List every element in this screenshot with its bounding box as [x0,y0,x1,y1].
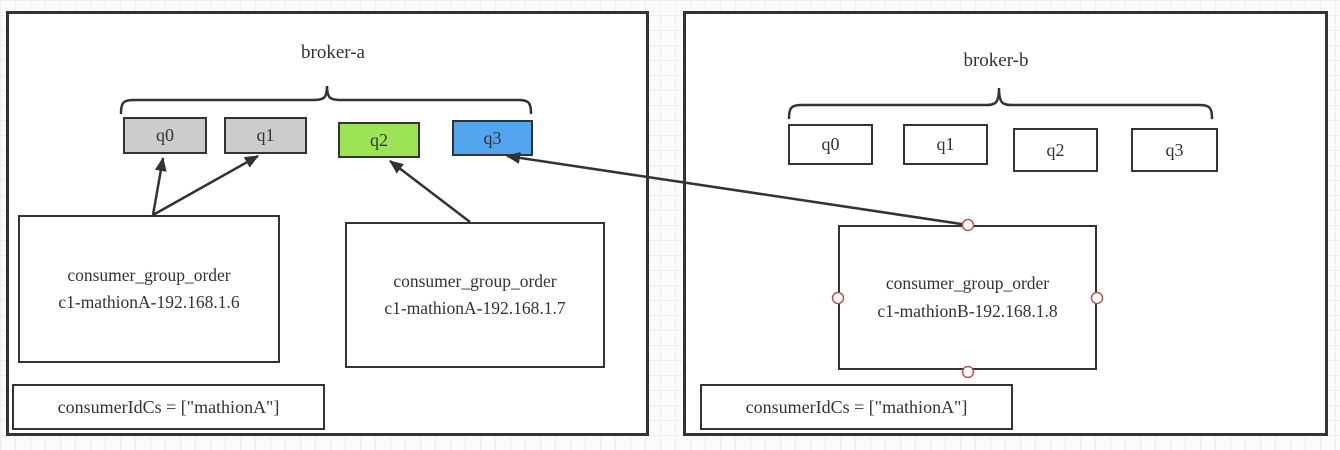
queue-q2-broker-a[interactable]: q2 [338,122,420,158]
queue-label: q2 [370,129,388,150]
queue-label: q3 [1165,139,1184,160]
consumer-instance-id: c1-mathionA-192.168.1.7 [384,298,566,318]
consumer-group-box-mathionA-7[interactable]: consumer_group_order c1-mathionA-192.168… [345,222,605,368]
consumer-instance-id: c1-mathionA-192.168.1.6 [58,292,240,312]
broker-a-title[interactable]: broker-a [301,42,365,63]
consumer-ids-label: consumerIdCs = ["mathionA"] [57,396,280,417]
queue-label: q3 [483,127,502,148]
queue-label: q0 [156,125,174,145]
broker-b-title[interactable]: broker-b [963,50,1029,71]
consumer-group-name: consumer_group_order [393,270,557,291]
queue-q1-broker-b[interactable]: q1 [903,124,988,165]
consumer-group-name: consumer_group_order [885,273,1050,294]
consumer-ids-box-broker-b[interactable]: consumerIdCs = ["mathionA"] [700,384,1013,430]
queue-label: q2 [1046,139,1065,160]
consumer-instance-id: c1-mathionB-192.168.1.8 [877,300,1058,321]
consumer-group-name: consumer_group_order [67,264,231,285]
queue-q3-broker-a[interactable]: q3 [452,120,533,156]
consumer-group-box-mathionB-8[interactable]: consumer_group_order c1-mathionB-192.168… [838,225,1097,370]
queue-q2-broker-b[interactable]: q2 [1013,128,1098,172]
consumer-group-box-mathionA-6[interactable]: consumer_group_order c1-mathionA-192.168… [18,215,280,363]
queue-q1-broker-a[interactable]: q1 [224,117,307,154]
queue-q3-broker-b[interactable]: q3 [1131,128,1218,172]
queue-label: q1 [256,125,275,145]
broker-b-container[interactable] [683,11,1328,436]
queue-q0-broker-a[interactable]: q0 [123,117,207,154]
queue-label: q1 [936,134,955,154]
queue-q0-broker-b[interactable]: q0 [788,124,873,165]
consumer-ids-label: consumerIdCs = ["mathionA"] [745,396,968,417]
consumer-ids-box-broker-a[interactable]: consumerIdCs = ["mathionA"] [12,384,325,430]
queue-label: q0 [821,134,840,154]
